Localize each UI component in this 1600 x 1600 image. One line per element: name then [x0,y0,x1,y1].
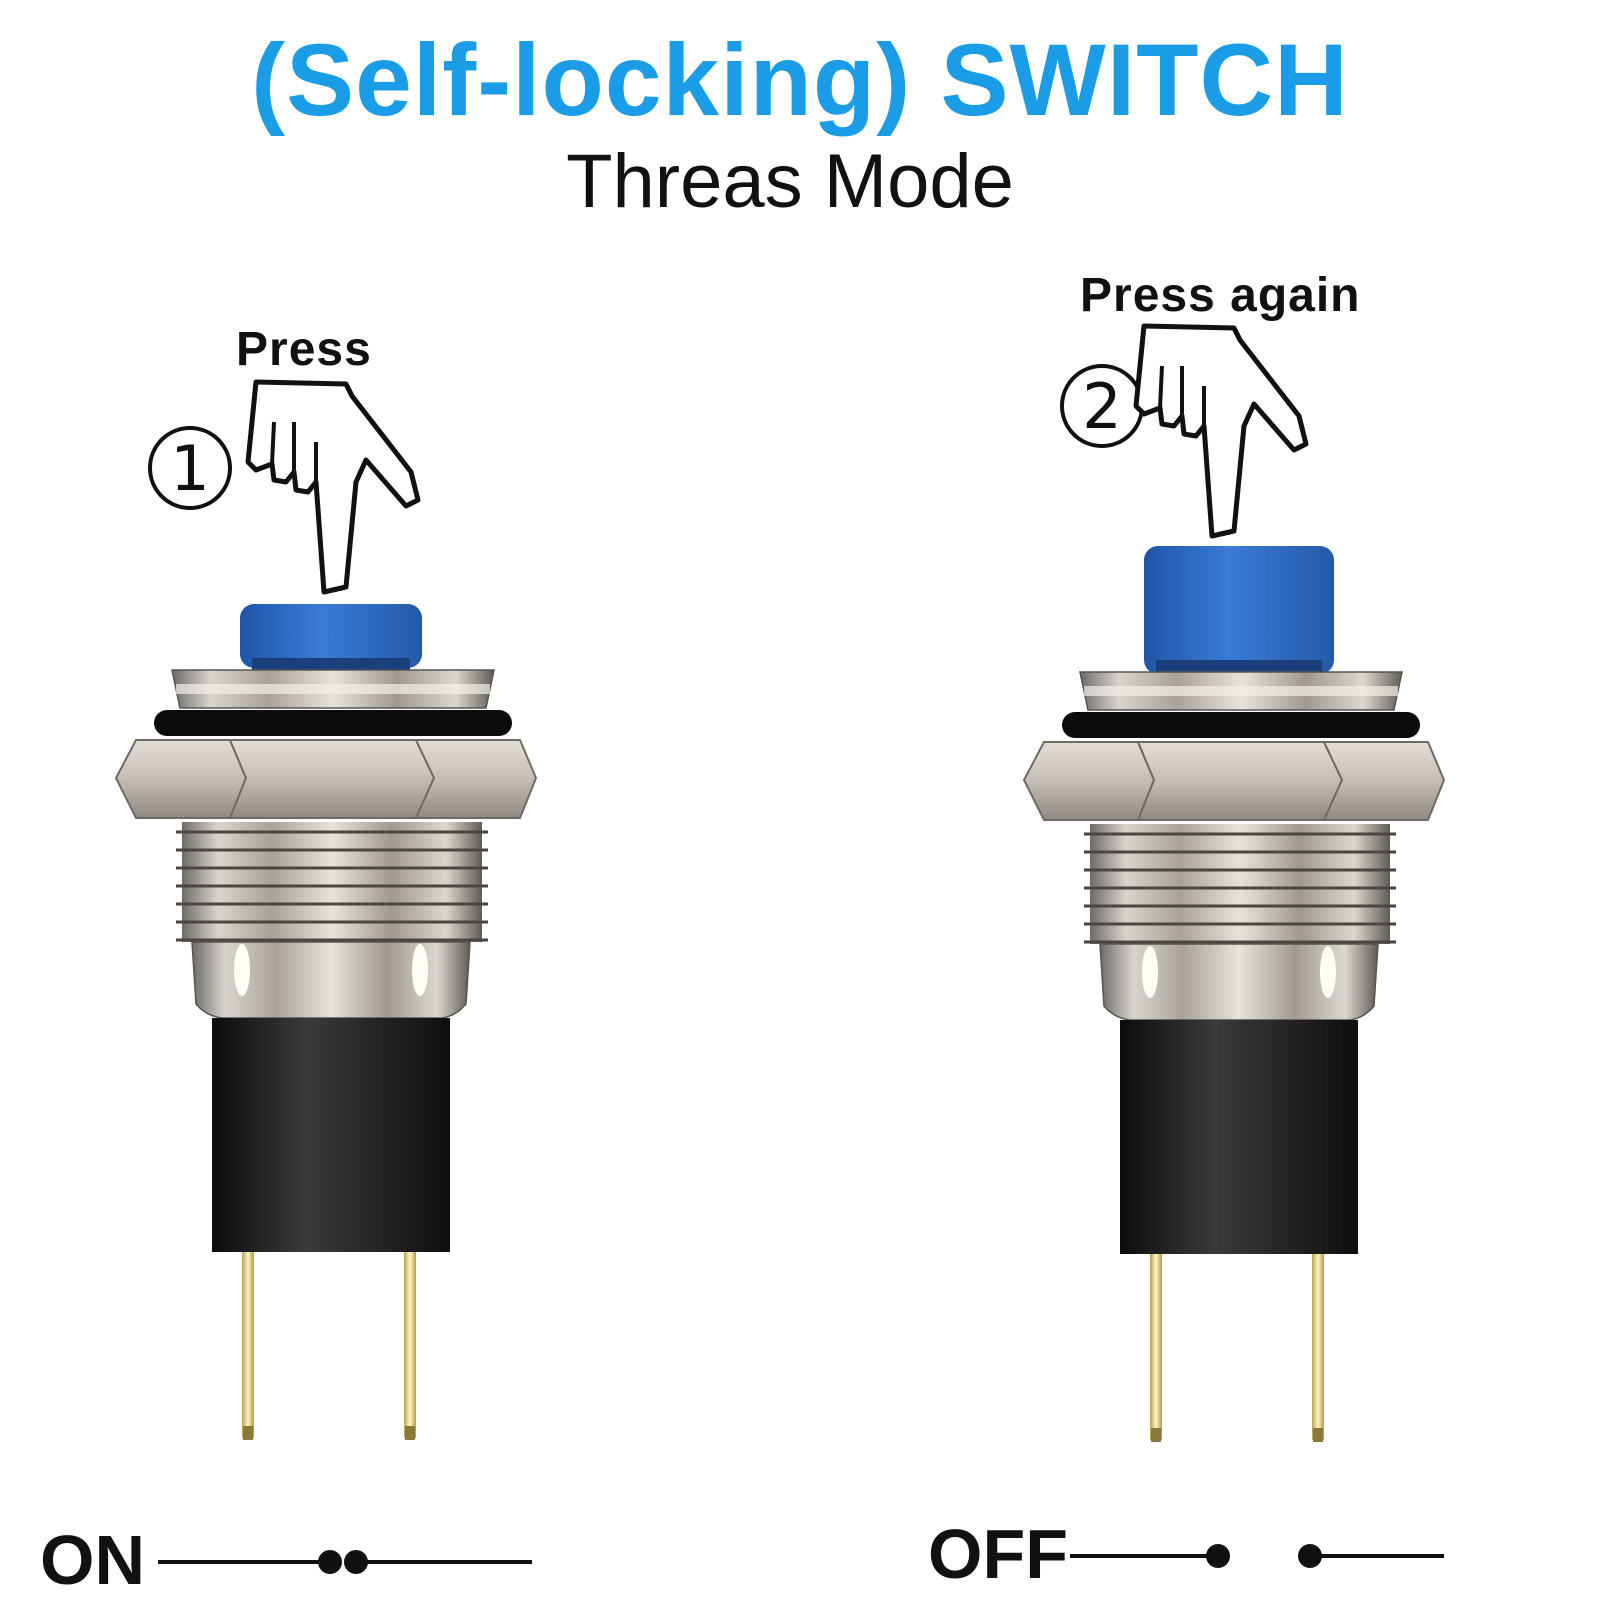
step-2-label: Press again [1080,269,1361,322]
step-1-hand-icon [248,382,418,592]
page-title: (Self-locking) SWITCH [251,23,1349,137]
state-on-label: ON [40,1521,145,1599]
state-off-label: OFF [928,1515,1068,1593]
circuit-open-icon [1070,1544,1444,1568]
step-1-label: Press [236,323,372,376]
step-2-push-button-switch [1022,546,1446,1444]
step-2-hand-icon [1136,326,1306,536]
circuit-closed-icon [158,1550,532,1574]
step-1-number-badge: 1 [148,426,232,510]
page-subtitle: Threas Mode [566,139,1014,224]
step-1-push-button-switch [114,604,538,1442]
